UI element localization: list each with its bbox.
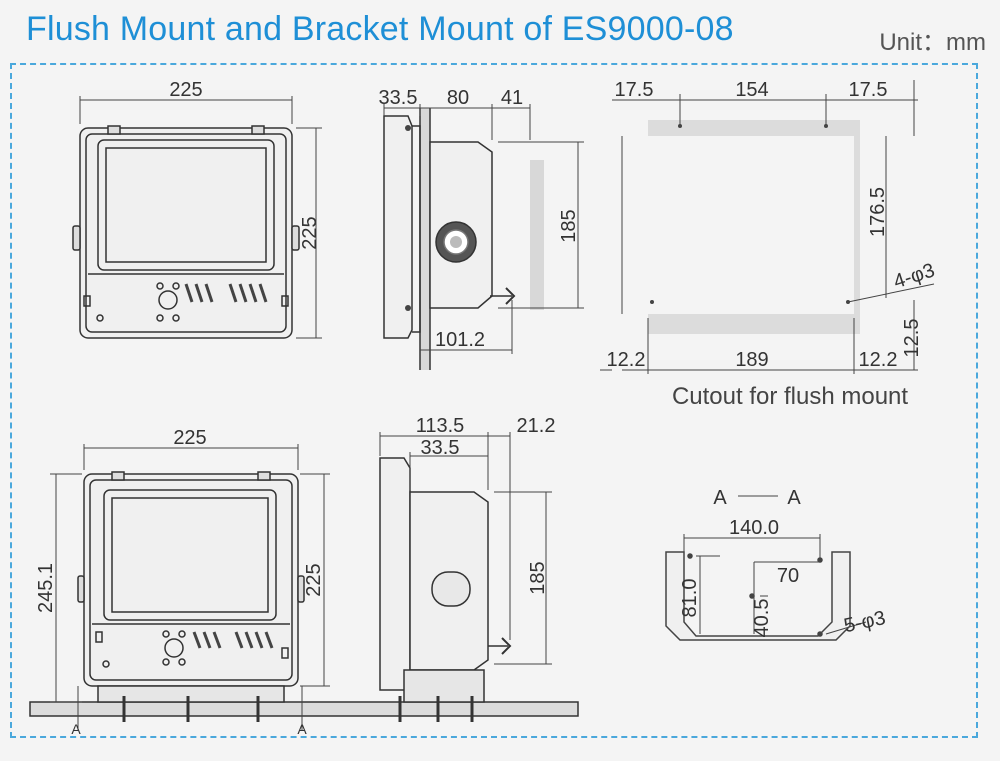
flush-side-height: 185 xyxy=(558,209,580,242)
cutout-top-left: 17.5 xyxy=(615,79,654,101)
flush-side-bottom: 101.2 xyxy=(435,329,485,351)
bracket-front-screws xyxy=(122,696,260,722)
cutout-bottom-mid: 189 xyxy=(735,349,768,371)
bracket-front-total-height: 245.1 xyxy=(35,563,57,613)
flush-front-view xyxy=(72,125,300,339)
cutout-opening xyxy=(622,136,854,314)
bracket-side-d3: 21.2 xyxy=(517,415,556,437)
bracket-front-screen xyxy=(111,497,269,613)
flush-front-knob xyxy=(158,290,178,310)
bracket-side-d1: 113.5 xyxy=(416,415,465,437)
bracket-front-height: 225 xyxy=(303,563,325,596)
section-aa-dims xyxy=(683,534,867,635)
flush-side-d3: 41 xyxy=(501,87,523,109)
bracket-side-height: 185 xyxy=(527,561,549,594)
section-aa-view xyxy=(665,495,867,641)
bracket-front-bezel xyxy=(103,489,277,621)
diagram-frame xyxy=(10,63,978,738)
bracket-side-knob xyxy=(431,571,471,607)
section-aa-h81: 81.0 xyxy=(679,579,701,618)
cutout-dims xyxy=(600,80,935,374)
cutout-top-right: 17.5 xyxy=(849,79,888,101)
bracket-side-d2: 33.5 xyxy=(421,437,460,459)
bracket-side-view xyxy=(379,457,512,722)
section-aa-title-right: A xyxy=(787,487,801,509)
bracket-front-dims xyxy=(50,444,330,730)
cutout-bottom-left: 12.2 xyxy=(607,349,646,371)
cutout-corner: 12.5 xyxy=(901,319,923,358)
flush-front-width: 225 xyxy=(169,79,202,101)
flush-side-panel xyxy=(420,108,430,370)
section-aa-bracket xyxy=(665,551,851,641)
bracket-front-knob xyxy=(164,638,184,658)
section-aa-w70: 70 xyxy=(777,565,799,587)
bracket-front-body xyxy=(83,473,299,687)
flush-side-d2: 80 xyxy=(447,87,469,109)
flush-side-d1: 33.5 xyxy=(379,87,418,109)
bracket-side-dims xyxy=(379,432,552,665)
cutout-view xyxy=(600,80,935,374)
cutout-bottom-right: 12.2 xyxy=(859,349,898,371)
bracket-front-keys xyxy=(192,631,274,649)
cutout-top-mid: 154 xyxy=(735,79,768,101)
section-mark-right: A xyxy=(297,721,307,737)
flush-front-height: 225 xyxy=(299,216,321,249)
flush-side-view xyxy=(383,108,544,370)
bracket-front-view xyxy=(29,471,579,722)
unit-label: Unit：mm xyxy=(879,29,986,56)
mount-surface xyxy=(29,701,579,717)
page-title: Flush Mount and Bracket Mount of ES9000-… xyxy=(26,10,734,48)
bracket-front-base xyxy=(97,685,285,703)
section-aa-width: 140.0 xyxy=(729,517,779,539)
flush-front-dims xyxy=(79,96,322,339)
section-aa-h40: 40.5 xyxy=(751,599,773,638)
bracket-side-screws xyxy=(398,696,474,722)
flush-side-bracket-ghost xyxy=(530,160,544,310)
flush-front-body xyxy=(79,127,293,339)
cutout-caption: Cutout for flush mount xyxy=(672,383,908,410)
flush-side-dims xyxy=(383,104,584,354)
cutout-height: 176.5 xyxy=(867,187,889,237)
section-mark-left: A xyxy=(71,721,81,737)
flush-front-keys xyxy=(184,283,268,303)
bracket-front-width: 225 xyxy=(173,427,206,449)
section-aa-title-left: A xyxy=(713,487,727,509)
flush-front-bezel xyxy=(97,139,275,271)
flush-front-screen xyxy=(105,147,267,263)
